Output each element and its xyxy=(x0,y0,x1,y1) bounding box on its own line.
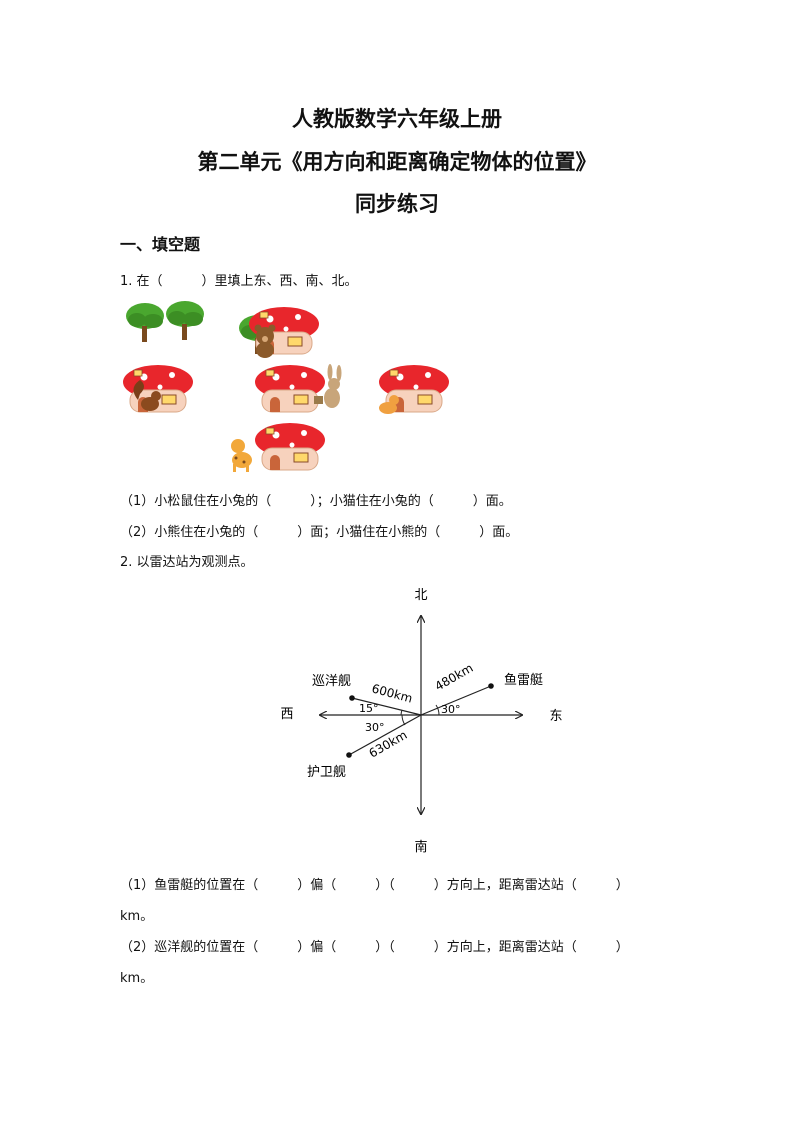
escort-angle-arc xyxy=(401,714,406,726)
question-2-part-1-unit: km。 xyxy=(120,909,154,924)
tiger-icon xyxy=(231,439,252,472)
torpedo-boat-ray xyxy=(420,685,492,716)
question-2-part-2-unit: km。 xyxy=(120,971,154,986)
torpedo-boat-angle-arc xyxy=(435,704,440,716)
cat-icon xyxy=(379,395,399,414)
north-label: 北 xyxy=(414,588,427,603)
tree-icon xyxy=(166,301,204,340)
squirrel-icon xyxy=(133,380,161,411)
radar-compass-diagram: 北 南 东 西 鱼雷艇 480km 30° 巡洋舰 600km 15° 护卫舰 … xyxy=(280,588,562,855)
escort-point xyxy=(346,752,352,758)
squirrel-house xyxy=(122,364,194,413)
cat-house xyxy=(378,364,450,414)
bear-house xyxy=(239,306,320,358)
cruiser-angle-arc xyxy=(400,709,403,716)
escort-ray xyxy=(348,714,422,756)
question-2-part-2: （2）巡洋舰的位置在（ ）偏（ ）（ ）方向上，距离雷达站（ ） xyxy=(120,940,629,955)
west-label: 西 xyxy=(280,707,293,722)
rabbit-house xyxy=(254,364,342,413)
question-1-part-2: （2）小熊住在小兔的（ ）面；小猫住在小熊的（ ）面。 xyxy=(120,525,519,540)
torpedo-boat-distance: 480km xyxy=(433,661,476,694)
torpedo-boat-angle: 30° xyxy=(441,703,461,716)
tiger-house xyxy=(231,422,326,472)
section-heading-fill-blank: 一、填空题 xyxy=(120,235,201,254)
south-label: 南 xyxy=(414,839,427,855)
tree-icon xyxy=(126,303,164,342)
escort-angle: 30° xyxy=(365,721,385,734)
escort-label: 护卫舰 xyxy=(307,765,346,780)
torpedo-boat-label: 鱼雷艇 xyxy=(504,672,543,688)
question-2-part-1: （1）鱼雷艇的位置在（ ）偏（ ）（ ）方向上，距离雷达站（ ） xyxy=(120,878,629,893)
document-subtitle: 第二单元《用方向和距离确定物体的位置》 xyxy=(197,149,597,174)
question-2-stem: 2. 以雷达站为观测点。 xyxy=(120,555,254,570)
question-1-picture xyxy=(120,300,480,480)
question-1-part-1: （1）小松鼠住在小兔的（ ）；小猫住在小兔的（ ）面。 xyxy=(120,494,512,509)
cruiser-ray xyxy=(351,697,422,716)
question-1-stem: 1. 在（ ）里填上东、西、南、北。 xyxy=(120,274,358,289)
cruiser-angle: 15° xyxy=(359,702,379,715)
torpedo-boat-point xyxy=(488,683,494,689)
east-label: 东 xyxy=(549,709,562,724)
document-title: 人教版数学六年级上册 xyxy=(292,106,502,131)
rabbit-icon xyxy=(314,364,342,408)
bear-icon xyxy=(254,324,276,358)
cruiser-point xyxy=(349,695,355,701)
document-subtitle-practice: 同步练习 xyxy=(355,191,439,216)
house-scene-illustration xyxy=(122,301,450,472)
cruiser-label: 巡洋舰 xyxy=(312,674,351,689)
